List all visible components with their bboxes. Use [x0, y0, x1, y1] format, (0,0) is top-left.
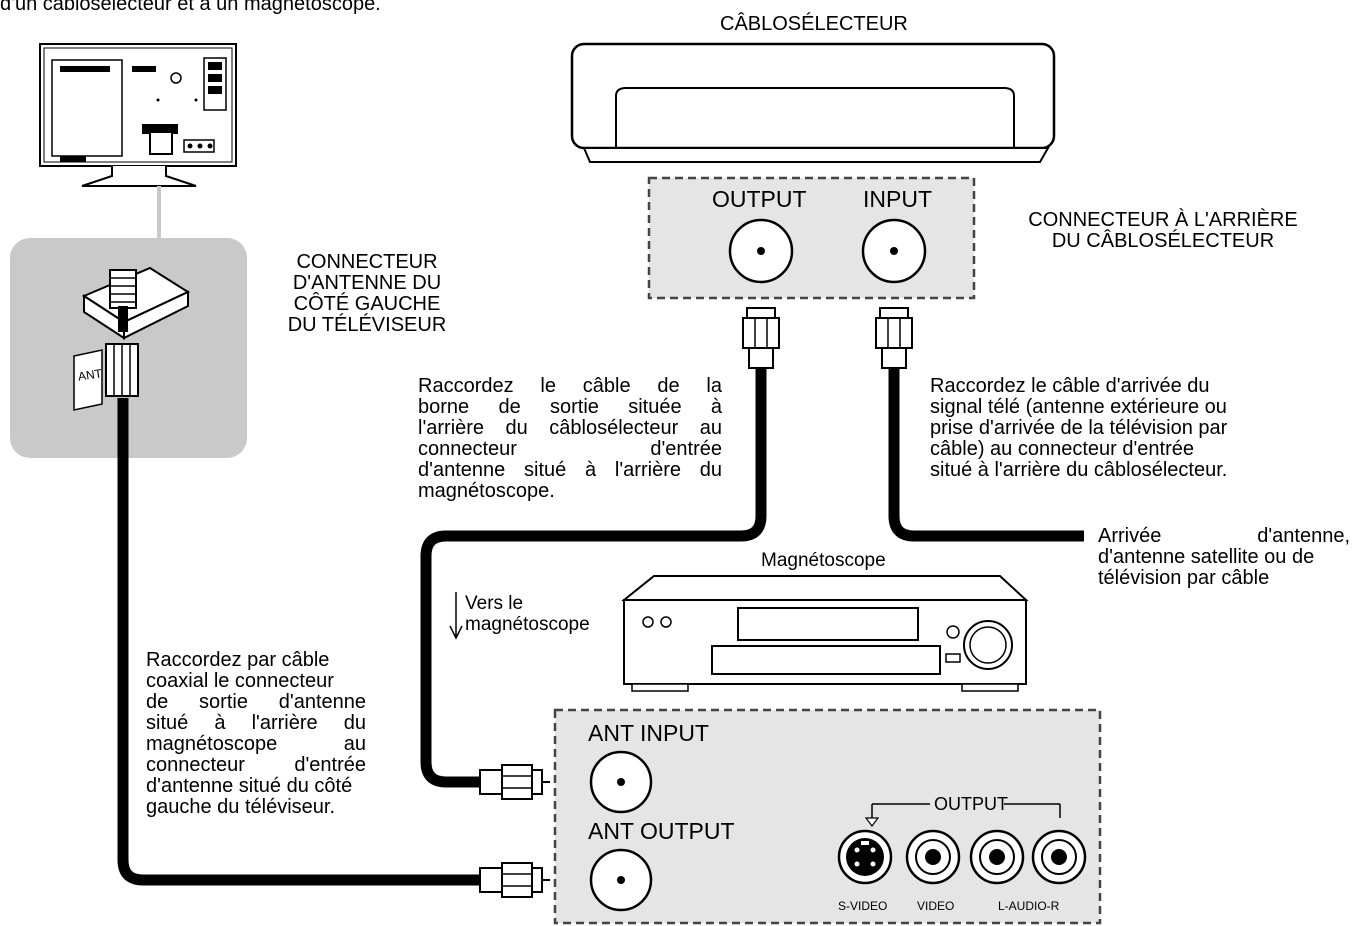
input-coax-jack-icon — [861, 218, 927, 284]
tv-rear-icon — [39, 43, 237, 187]
note-vcr-to-tv: Raccordez par câble coaxial le connecteu… — [146, 649, 366, 818]
cable-box-input-label: INPUT — [863, 186, 932, 212]
cable-box-title: CÂBLOSÉLECTEUR — [720, 13, 908, 35]
tv-antenna-jack-icon — [81, 266, 191, 340]
output-group-bracket — [864, 803, 1061, 827]
vcr-ant-input-label: ANT INPUT — [588, 720, 709, 746]
video-rca-jack-icon — [905, 829, 961, 885]
note-cable-box-to-vcr: Raccordez le câble de la borne de sortie… — [418, 375, 722, 502]
s-video-jack-icon — [837, 829, 893, 885]
intro-fragment: d'un câblosélecteur et à un magnétoscope… — [0, 0, 381, 15]
vcr-ant-output-jack-icon — [589, 848, 653, 912]
vcr-output-group-label: OUTPUT — [934, 794, 1008, 814]
cable-box-icon — [570, 42, 1056, 163]
note-to-vcr: Vers le magnétoscope — [465, 593, 590, 635]
tv-callout-connector — [157, 186, 161, 238]
tv-side-caption: CONNECTEUR D'ANTENNE DU CÔTÉ GAUCHE DU T… — [287, 251, 447, 336]
vcr-to-tv-cable — [117, 398, 482, 886]
cable-box-output-label: OUTPUT — [712, 186, 807, 212]
output-coax-jack-icon — [728, 218, 794, 284]
vcr-icon — [621, 575, 1029, 692]
coax-plug-icon — [875, 307, 913, 369]
vcr-title: Magnétoscope — [761, 550, 886, 571]
coax-plug-icon — [479, 862, 551, 898]
note-incoming-source: Arrivée d'antenne, d'antenne satellite o… — [1098, 525, 1350, 589]
audio-label: L-AUDIO-R — [998, 899, 1060, 913]
cable-box-to-vcr-cable — [420, 368, 767, 788]
vcr-ant-input-jack-icon — [589, 750, 653, 814]
note-incoming-to-cable-box: Raccordez le câble d'arrivée du signal t… — [930, 375, 1228, 481]
coax-plug-icon — [742, 307, 780, 369]
incoming-signal-cable — [888, 368, 1084, 542]
s-video-label: S-VIDEO — [838, 899, 888, 913]
tv-coax-plug-icon — [73, 343, 139, 411]
vcr-ant-output-label: ANT OUTPUT — [588, 818, 735, 844]
coax-plug-icon — [479, 764, 551, 800]
down-arrow-icon — [449, 592, 463, 640]
audio-l-rca-jack-icon — [969, 829, 1025, 885]
audio-r-rca-jack-icon — [1031, 829, 1087, 885]
video-label: VIDEO — [917, 899, 955, 913]
cable-box-rear-caption: CONNECTEUR À L'ARRIÈRE DU CÂBLOSÉLECTEUR — [1028, 209, 1298, 252]
